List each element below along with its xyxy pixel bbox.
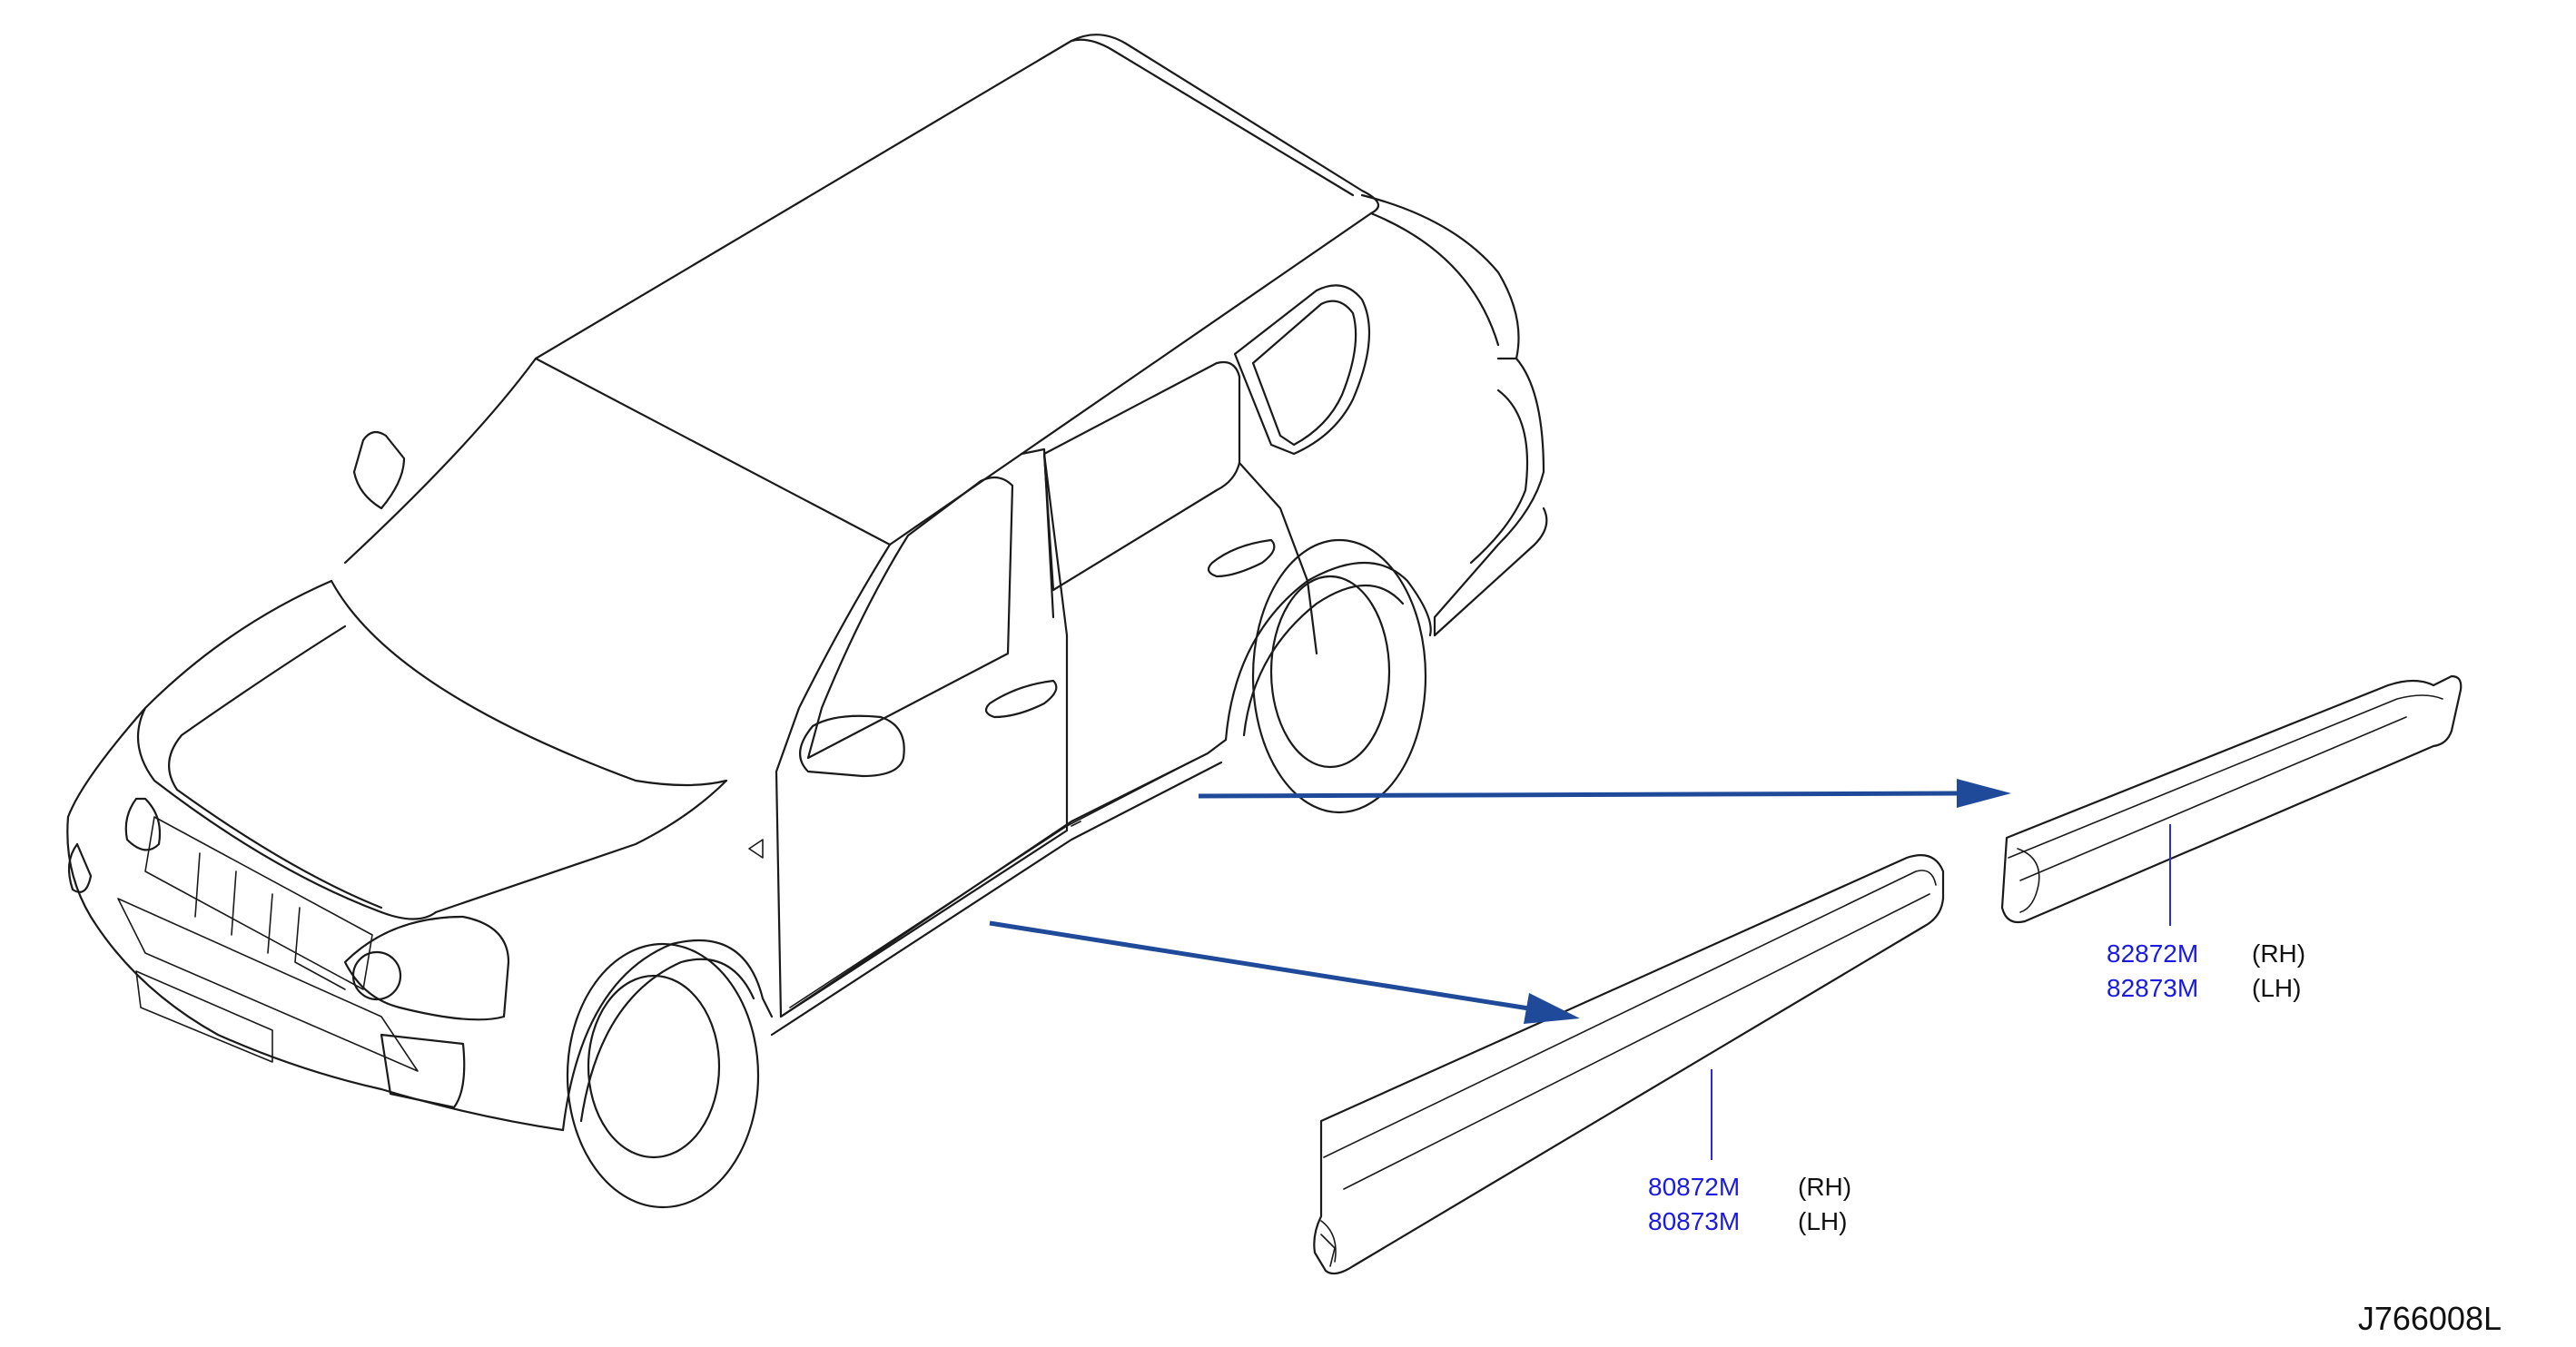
arrow-to-rear-moulding <box>1198 779 2011 808</box>
arrow-to-sill-moulding <box>989 920 1580 1024</box>
callout-sill-moulding: 80872M (RH) 80873M (LH) <box>1648 1173 1851 1235</box>
part-number-82872M[interactable]: 82872M <box>2107 939 2198 968</box>
side-sill-moulding-part <box>1313 854 1945 1275</box>
rear-fender-moulding-part <box>2000 674 2462 924</box>
part-number-80872M[interactable]: 80872M <box>1648 1173 1740 1201</box>
drawing-code: J766008L <box>2358 1300 2502 1337</box>
side-label-lh: (LH) <box>2252 974 2301 1002</box>
part-number-82873M[interactable]: 82873M <box>2107 974 2198 1002</box>
callout-rear-moulding: 82872M (RH) 82873M (LH) <box>2107 939 2305 1002</box>
part-number-80873M[interactable]: 80873M <box>1648 1207 1740 1235</box>
side-label-rh: (RH) <box>2252 939 2305 968</box>
vehicle-illustration <box>66 34 1548 1209</box>
side-label-rh: (RH) <box>1798 1173 1851 1201</box>
side-label-lh: (LH) <box>1798 1207 1847 1235</box>
